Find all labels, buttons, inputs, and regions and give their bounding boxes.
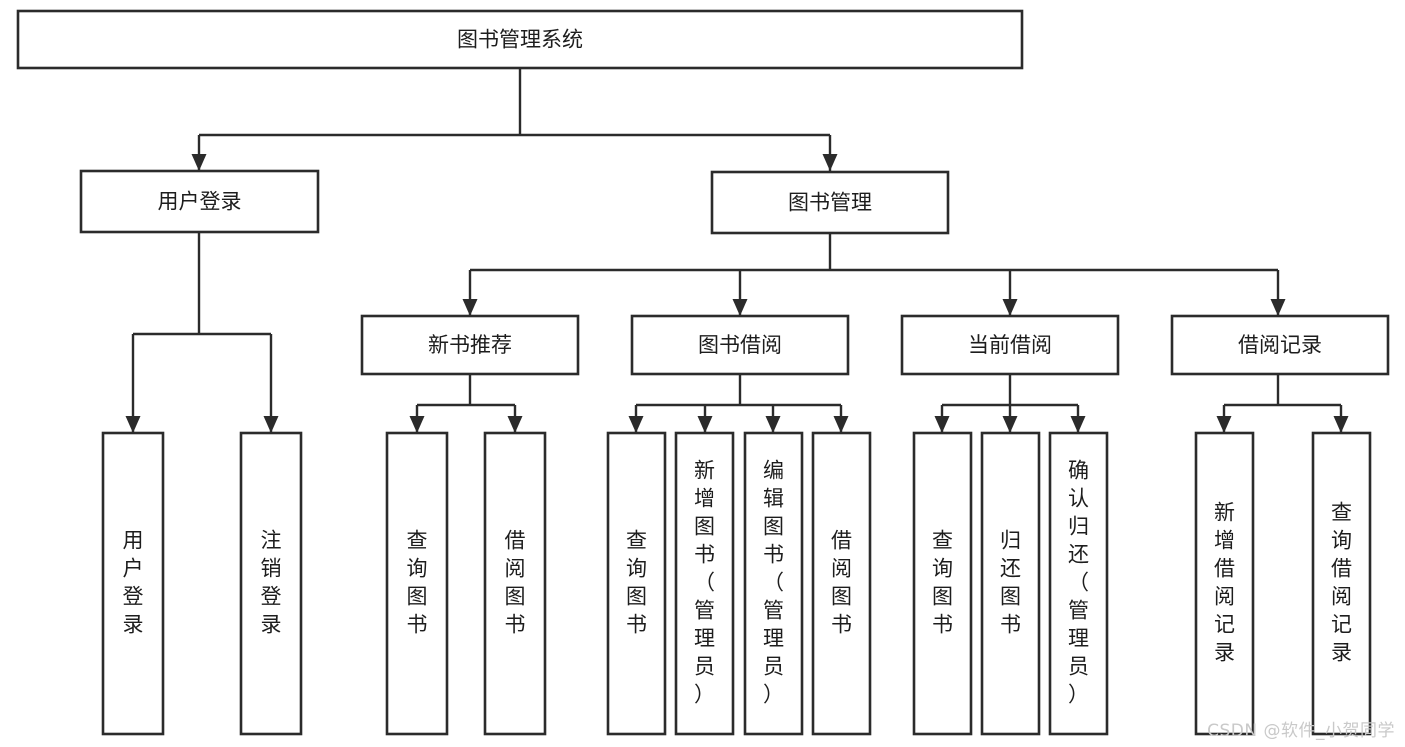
node-label: 注销登录: [261, 529, 282, 637]
leaf-node[interactable]: 注销登录: [239, 431, 303, 736]
node-box[interactable]: [606, 431, 667, 736]
arrow-head-icon: [1002, 299, 1018, 316]
leaf-node[interactable]: 借阅图书: [483, 431, 547, 736]
leaf-node[interactable]: 借阅图书: [811, 431, 872, 736]
arrow-head-icon: [628, 416, 644, 433]
root-node[interactable]: 图书管理系统: [16, 9, 1024, 70]
node-box[interactable]: [912, 431, 973, 736]
leaf-node[interactable]: 查询图书: [606, 431, 667, 736]
watermark-label: CSDN @软件_小贺同学: [1207, 721, 1395, 741]
node-box[interactable]: [1048, 431, 1109, 736]
level2-node[interactable]: 图书管理: [710, 170, 950, 235]
connector-group-book-mgmt-bus: [470, 233, 1278, 272]
connector-group-record-bus: [1224, 374, 1341, 407]
leaf-node[interactable]: 查询图书: [912, 431, 973, 736]
node-label: 确认归还（管理员）: [1068, 459, 1089, 707]
node-box[interactable]: [980, 431, 1041, 736]
level3-node[interactable]: 借阅记录: [1170, 314, 1390, 376]
node-box[interactable]: [16, 9, 1024, 70]
node-label: 新增图书（管理员）: [694, 459, 715, 707]
node-label: 借阅图书: [505, 529, 526, 637]
level3-node[interactable]: 图书借阅: [630, 314, 850, 376]
node-box[interactable]: [743, 431, 804, 736]
node-label: 借阅图书: [831, 529, 852, 637]
arrow-head-icon: [1216, 416, 1232, 433]
leaf-node[interactable]: 编辑图书（管理员）: [743, 431, 804, 736]
node-box[interactable]: [811, 431, 872, 736]
node-box[interactable]: [1311, 431, 1372, 736]
arrow-head-icon: [1070, 416, 1086, 433]
node-label: 新书推荐: [428, 333, 512, 357]
node-box[interactable]: [79, 169, 320, 234]
arrow-head-icon: [732, 299, 748, 316]
node-box[interactable]: [483, 431, 547, 736]
level3-node[interactable]: 新书推荐: [360, 314, 580, 376]
arrow-head-icon: [263, 416, 279, 433]
connector-layer: [125, 68, 1349, 433]
node-label: 编辑图书（管理员）: [763, 459, 784, 707]
leaf-node[interactable]: 确认归还（管理员）: [1048, 431, 1109, 736]
arrow-head-icon: [833, 416, 849, 433]
arrow-head-icon: [1270, 299, 1286, 316]
leaf-node[interactable]: 用户登录: [101, 431, 165, 736]
leaf-node[interactable]: 新增借阅记录: [1194, 431, 1255, 736]
connector-group-current-bus: [942, 374, 1078, 407]
node-box[interactable]: [630, 314, 850, 376]
arrow-head-icon: [1333, 416, 1349, 433]
node-box[interactable]: [674, 431, 735, 736]
node-label: 借阅记录: [1238, 333, 1322, 357]
node-box[interactable]: [239, 431, 303, 736]
arrow-head-icon: [191, 154, 207, 171]
node-label: 查询图书: [407, 529, 428, 637]
node-label: 用户登录: [123, 529, 144, 637]
node-label: 归还图书: [1000, 529, 1021, 637]
level3-node[interactable]: 当前借阅: [900, 314, 1120, 376]
arrow-head-icon: [507, 416, 523, 433]
node-label: 查询图书: [932, 529, 953, 637]
leaf-node[interactable]: 查询图书: [385, 431, 449, 736]
arrow-head-icon: [697, 416, 713, 433]
leaf-node[interactable]: 查询借阅记录: [1311, 431, 1372, 736]
leaf-node[interactable]: 新增图书（管理员）: [674, 431, 735, 736]
arrow-head-icon: [125, 416, 141, 433]
connector-group-user-login-bus: [133, 232, 271, 336]
node-box[interactable]: [385, 431, 449, 736]
leaf-node[interactable]: 归还图书: [980, 431, 1041, 736]
node-box[interactable]: [101, 431, 165, 736]
node-label: 查询借阅记录: [1331, 501, 1352, 665]
arrow-head-icon: [462, 299, 478, 316]
arrow-head-icon: [765, 416, 781, 433]
node-label: 图书管理: [788, 191, 872, 215]
arrow-head-icon: [934, 416, 950, 433]
arrow-head-icon: [1002, 416, 1018, 433]
node-label: 当前借阅: [968, 333, 1052, 357]
node-label: 新增借阅记录: [1214, 501, 1235, 665]
node-box[interactable]: [1170, 314, 1390, 376]
node-box[interactable]: [1194, 431, 1255, 736]
connector-group-new-book-bus: [417, 374, 515, 407]
node-label: 查询图书: [626, 529, 647, 637]
connector-group-borrow-bus: [636, 374, 841, 407]
node-box[interactable]: [360, 314, 580, 376]
level2-node[interactable]: 用户登录: [79, 169, 320, 234]
node-label: 图书借阅: [698, 333, 782, 357]
arrow-head-icon: [409, 416, 425, 433]
node-box[interactable]: [900, 314, 1120, 376]
node-layer: 图书管理系统用户登录图书管理新书推荐图书借阅当前借阅借阅记录用户登录注销登录查询…: [16, 9, 1390, 736]
connector-group-root-bus: [199, 68, 830, 137]
node-box[interactable]: [710, 170, 950, 235]
node-label: 图书管理系统: [457, 28, 583, 52]
node-label: 用户登录: [158, 190, 242, 214]
arrow-head-icon: [822, 154, 838, 171]
